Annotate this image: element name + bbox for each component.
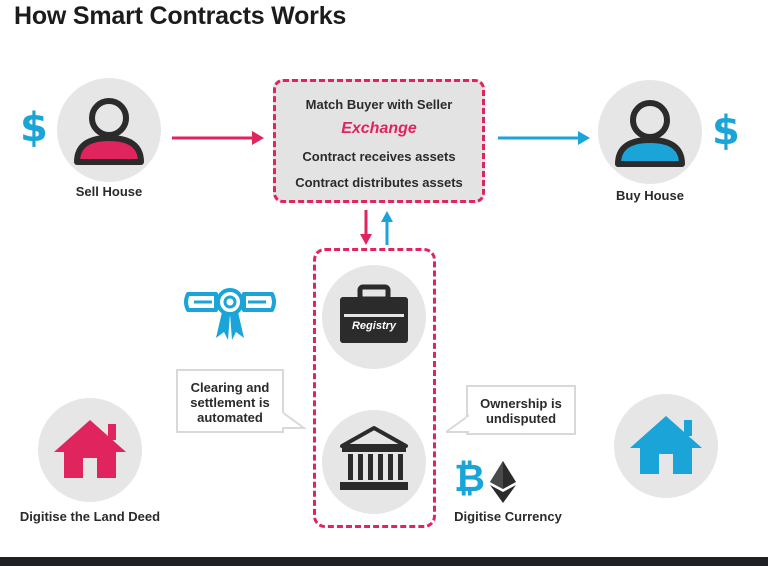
ethereum-icon	[490, 461, 516, 503]
callout-pointer-right	[446, 414, 470, 433]
contract-flow-box: Match Buyer with Seller Exchange Contrac…	[273, 79, 485, 203]
arrow-right-blue	[498, 131, 590, 145]
buyer-label: Buy House	[616, 188, 684, 203]
seller-avatar	[57, 78, 161, 182]
blue-house-circle	[614, 394, 718, 498]
registry-circle	[322, 265, 426, 369]
bank-circle	[322, 410, 426, 514]
callout-clearing: Clearing and settlement is automated	[176, 369, 284, 433]
vertical-arrows	[360, 210, 393, 245]
person-icon-buyer	[615, 100, 685, 167]
flow-step-match: Match Buyer with Seller	[305, 97, 453, 112]
seller-label: Sell House	[75, 184, 143, 199]
bitcoin-icon: ₿	[454, 456, 485, 500]
registry-label: Registry	[351, 320, 397, 332]
page-title: How Smart Contracts Works	[14, 2, 347, 30]
certificate-icon	[184, 288, 276, 340]
land-deed-label: Digitise the Land Deed	[19, 509, 161, 524]
flow-step-exchange: Exchange	[341, 120, 417, 137]
dollar-icon-right: $	[712, 108, 740, 154]
callout-ownership: Ownership is undisputed	[466, 385, 576, 435]
buyer-avatar	[598, 80, 702, 184]
house-icon-pink	[54, 420, 126, 478]
person-icon-seller	[74, 98, 144, 165]
dollar-icon-left: $	[20, 105, 48, 151]
bottom-bar	[0, 557, 768, 566]
flow-step-distribute: Contract distributes assets	[295, 175, 463, 190]
registry-box	[313, 248, 436, 528]
flow-step-receive: Contract receives assets	[302, 149, 456, 164]
arrow-right-pink	[172, 131, 264, 145]
bank-icon	[340, 426, 408, 490]
callout-pointer-left	[282, 410, 306, 429]
pink-house-circle	[38, 398, 142, 502]
house-icon-blue	[630, 416, 702, 474]
briefcase-icon	[340, 284, 408, 343]
currency-label: Digitise Currency	[454, 509, 562, 524]
